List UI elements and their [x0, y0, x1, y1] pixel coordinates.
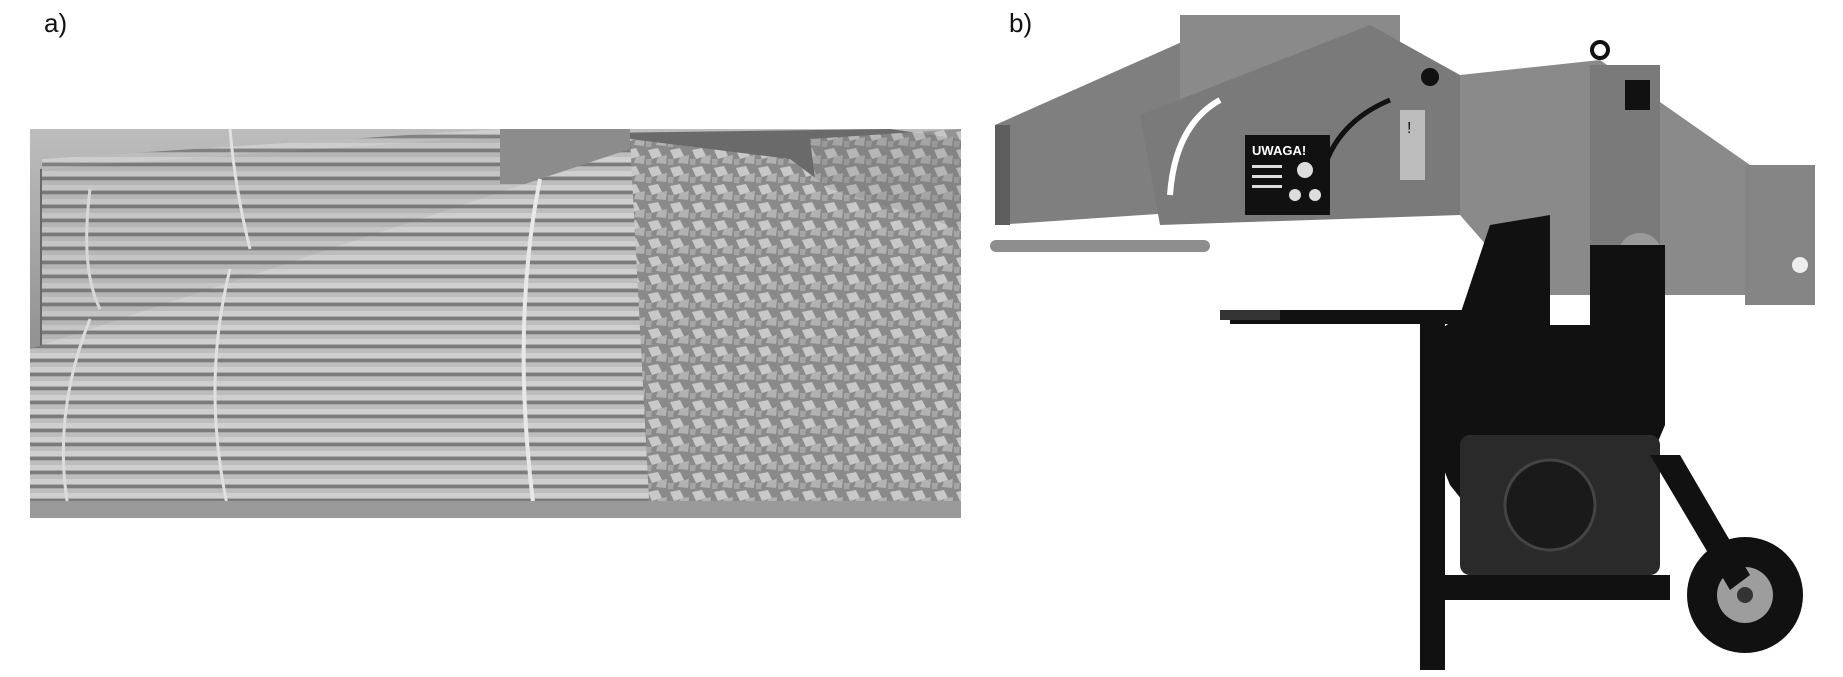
- board-ends-back: [810, 129, 961, 249]
- wheel-strut: [1650, 455, 1750, 590]
- hopper-edge: [995, 125, 1010, 225]
- ground: [30, 501, 961, 518]
- warning-pictogram-icon: [1289, 189, 1301, 201]
- warning-pictogram-icon: [1297, 162, 1313, 178]
- front-leg: [1420, 315, 1445, 670]
- wood-stack-photo: [30, 129, 961, 518]
- exclamation-icon: !: [1407, 120, 1411, 137]
- strap: [228, 129, 252, 250]
- board-ends: [630, 139, 961, 518]
- panel-label-b: b): [1009, 8, 1033, 38]
- chute-sticker-icon: [1792, 257, 1808, 273]
- wood-chipper-illustration: UWAGA! !: [990, 15, 1815, 670]
- strap: [61, 318, 92, 518]
- tow-handle: [1220, 310, 1280, 320]
- main-plank-bundle: [30, 149, 660, 518]
- strap: [85, 188, 102, 310]
- wheel-hub: [1737, 587, 1753, 603]
- adjustment-knob: [1421, 68, 1439, 86]
- wood-stack-illustration: [30, 129, 961, 518]
- panel-label-a: a): [44, 8, 68, 38]
- strap: [521, 178, 542, 518]
- wood-chipper-photo: UWAGA! !: [990, 15, 1830, 670]
- spec-plate: [1625, 80, 1650, 110]
- hopper-arc: [1167, 97, 1222, 196]
- caution-label: [1400, 110, 1425, 180]
- engine-flywheel: [1503, 458, 1597, 552]
- base-rail: [1420, 575, 1670, 600]
- hopper-side-panel: [1140, 25, 1460, 225]
- strap: [213, 268, 232, 518]
- lifting-eye-icon: [1590, 40, 1610, 60]
- hopper-handle-bar: [990, 240, 1210, 252]
- warning-sign-text: UWAGA!: [1252, 143, 1306, 158]
- discharge-chute: [1745, 165, 1815, 305]
- warning-pictogram-icon: [1309, 189, 1321, 201]
